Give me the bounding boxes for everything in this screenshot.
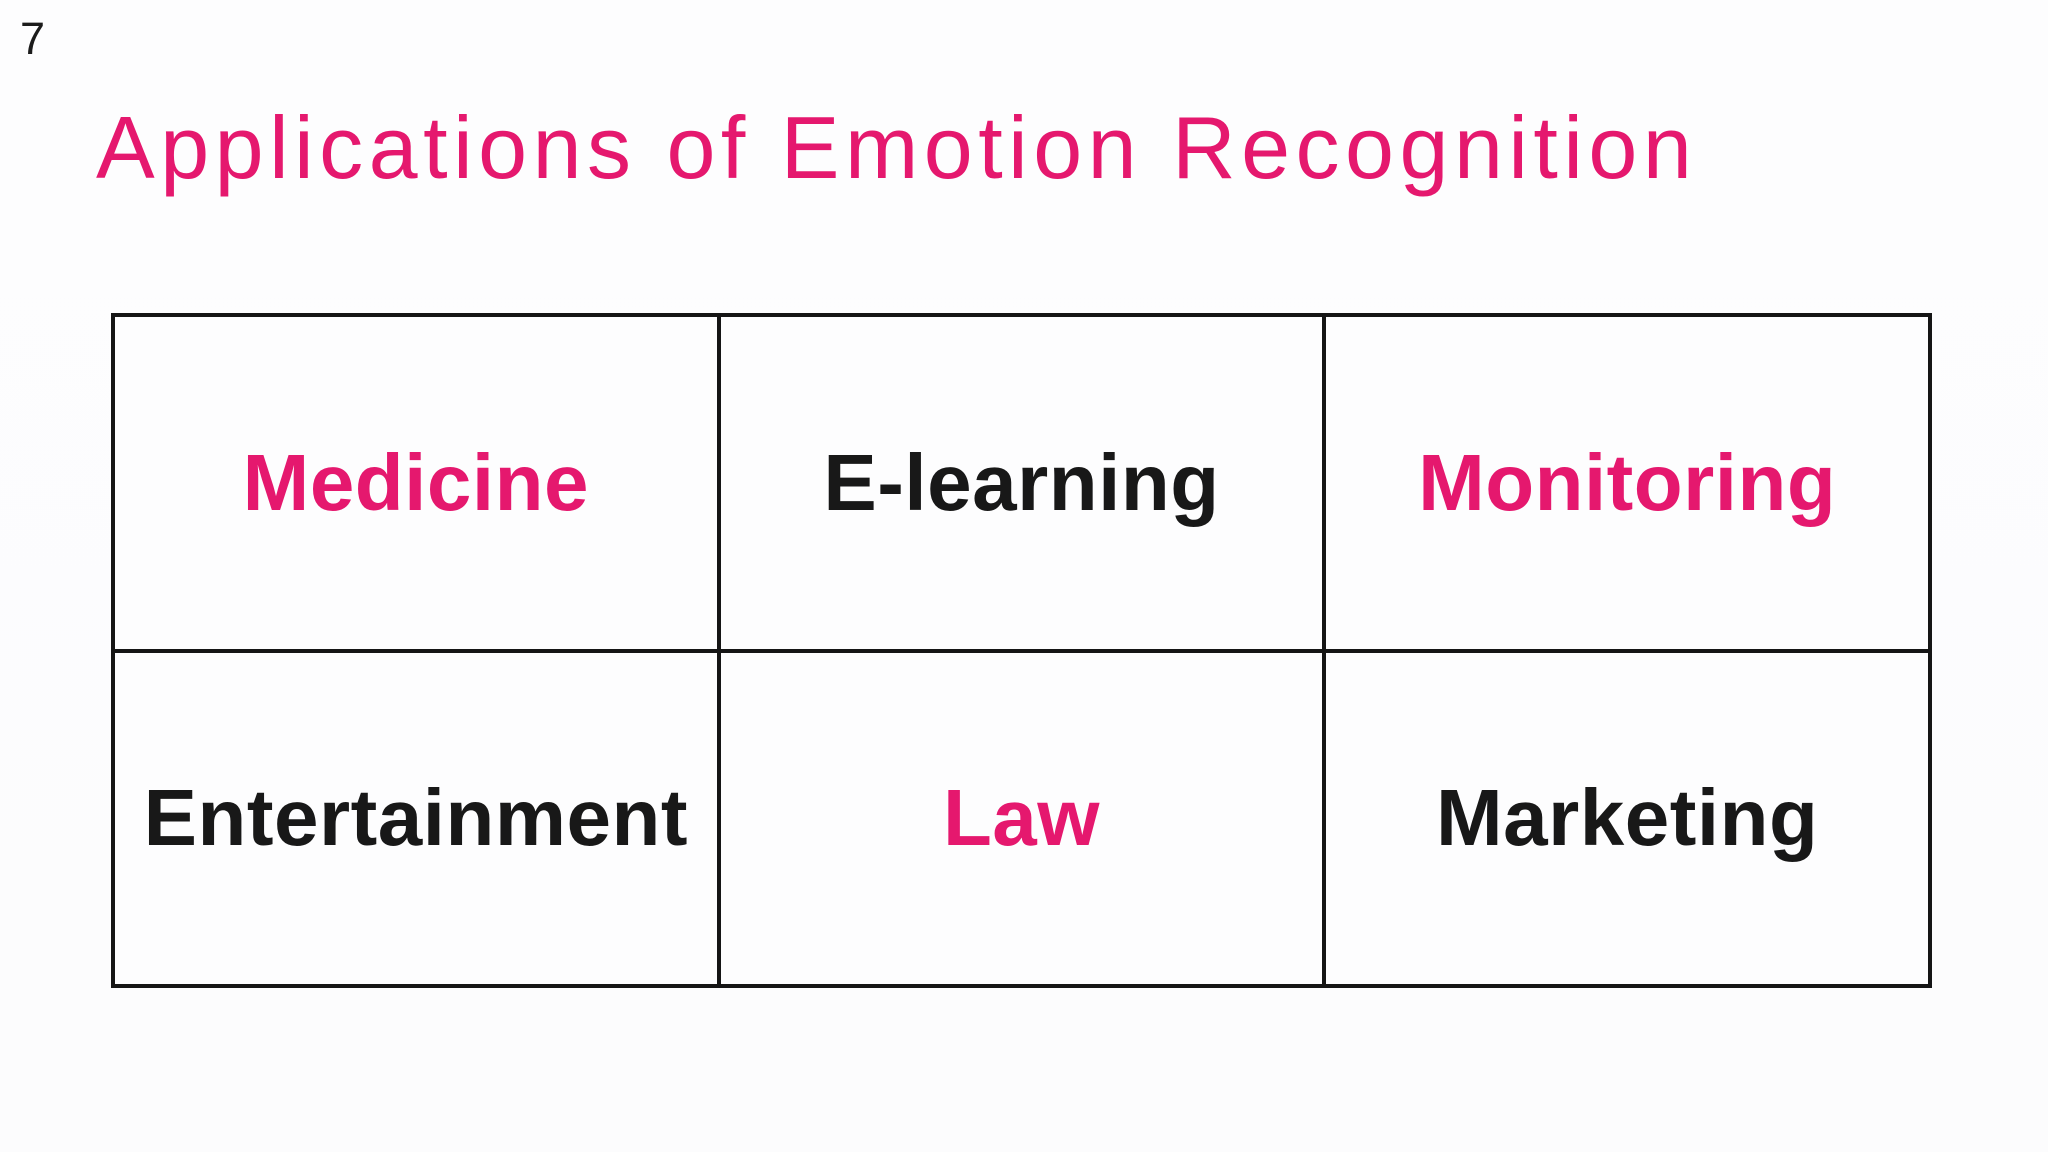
applications-table: Medicine E-learning Monitoring Entertain… xyxy=(111,313,1932,988)
table-cell-law: Law xyxy=(720,652,1323,984)
table-cell-elearning: E-learning xyxy=(720,317,1323,649)
table-cell-marketing: Marketing xyxy=(1326,652,1928,984)
table-cell-monitoring: Monitoring xyxy=(1326,317,1928,649)
table-cell-entertainment: Entertainment xyxy=(115,652,717,984)
table-cell-medicine: Medicine xyxy=(115,317,717,649)
slide-number: 7 xyxy=(20,13,46,64)
slide-title: Applications of Emotion Recognition xyxy=(96,98,1698,197)
